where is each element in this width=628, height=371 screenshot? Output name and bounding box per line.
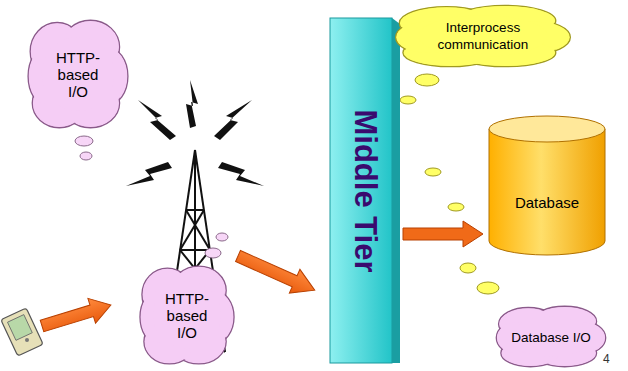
thought-cloud: Interprocess communication (392, 4, 574, 68)
tier-title: Middle Tier (348, 109, 382, 272)
flow-arrow (233, 244, 320, 302)
cloud-label: Interprocess communication (418, 19, 548, 53)
page-number: 4 (603, 352, 610, 366)
thought-cloud: HTTP- based I/O (26, 18, 130, 130)
database-cylinder (488, 115, 606, 255)
tier-bar: Middle Tier (330, 18, 400, 363)
cloud-label: HTTP- based I/O (157, 290, 217, 341)
flow-arrow (403, 221, 483, 247)
thought-cloud: Database I/O (494, 305, 608, 368)
thought-bubbles (75, 74, 499, 294)
signal-bolts (126, 80, 264, 186)
flow-arrow (38, 293, 114, 339)
database-node: Database (488, 115, 606, 255)
database-label: Database (515, 193, 579, 210)
pda-icon (1, 308, 43, 356)
cloud-shape (392, 4, 574, 68)
cloud-label: Database I/O (511, 328, 591, 345)
cloud-label: HTTP- based I/O (48, 49, 108, 100)
thought-cloud: HTTP- based I/O (138, 264, 236, 366)
